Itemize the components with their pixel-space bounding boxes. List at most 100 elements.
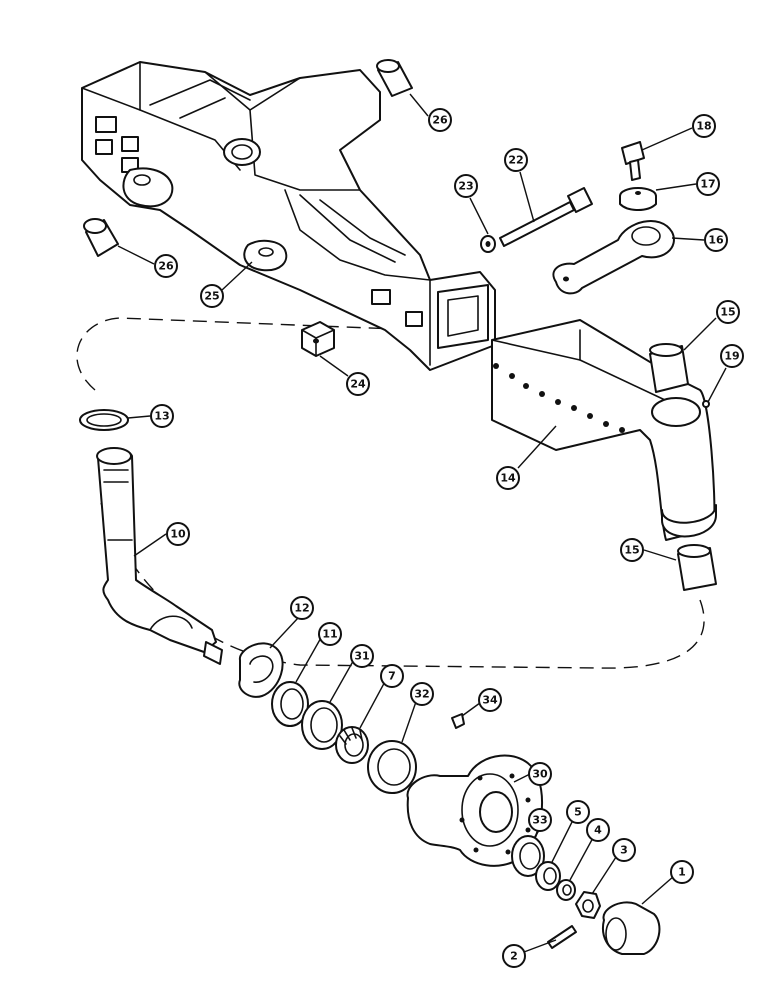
steering-knuckle-10 xyxy=(96,447,223,665)
callout-32: 32 xyxy=(410,682,434,706)
leader-22 xyxy=(519,171,535,223)
bearing-cup-32 xyxy=(367,740,417,794)
callout-15-upper: 15 xyxy=(716,300,740,324)
bearing-cup-33 xyxy=(511,835,545,877)
callout-22: 22 xyxy=(504,148,528,172)
leader-31 xyxy=(329,655,357,703)
leader-1 xyxy=(641,875,675,905)
callout-label: 15 xyxy=(720,306,735,319)
callout-24: 24 xyxy=(346,372,370,396)
callout-18: 18 xyxy=(692,114,716,138)
leader-19 xyxy=(707,367,727,403)
leader-5 xyxy=(551,817,575,863)
callout-5: 5 xyxy=(566,800,590,824)
callout-label: 16 xyxy=(708,234,724,247)
callout-31: 31 xyxy=(350,644,374,668)
callout-7: 7 xyxy=(380,664,404,688)
callout-label: 12 xyxy=(294,602,309,615)
callout-label: 22 xyxy=(508,154,523,167)
leader-3 xyxy=(591,853,619,895)
leader-12 xyxy=(269,617,299,649)
leader-11 xyxy=(295,635,323,683)
callout-label: 4 xyxy=(594,824,602,837)
callout-label: 2 xyxy=(510,950,518,963)
callout-13: 13 xyxy=(150,404,174,428)
callout-1: 1 xyxy=(670,860,694,884)
leader-2 xyxy=(523,939,557,953)
bolt-18 xyxy=(621,141,645,181)
hub-cap-1 xyxy=(602,901,661,955)
callout-26-upper: 26 xyxy=(428,108,452,132)
callout-label: 3 xyxy=(620,844,628,857)
callout-25: 25 xyxy=(200,284,224,308)
dust-shield-12 xyxy=(238,642,284,698)
callout-12: 12 xyxy=(290,596,314,620)
steering-arm-16 xyxy=(552,220,675,295)
callout-label: 18 xyxy=(696,120,711,133)
callout-15-lower: 15 xyxy=(620,538,644,562)
bushing-26-lower xyxy=(83,218,119,257)
axle-housing xyxy=(81,61,496,371)
callout-label: 34 xyxy=(482,694,498,707)
leader-10 xyxy=(133,533,167,557)
callout-11: 11 xyxy=(318,622,342,646)
castle-nut-3 xyxy=(575,891,601,919)
bearing-cup-31 xyxy=(301,700,343,750)
pivot-block-24 xyxy=(301,321,335,357)
assembly-path-dashed-line xyxy=(76,317,705,669)
callout-label: 5 xyxy=(574,806,582,819)
seal-ring-13 xyxy=(79,409,129,431)
callout-4: 4 xyxy=(586,818,610,842)
callout-label: 26 xyxy=(432,114,448,127)
callout-19: 19 xyxy=(720,344,744,368)
callout-label: 31 xyxy=(354,650,369,663)
callout-33: 33 xyxy=(528,808,552,832)
bushing-15-lower xyxy=(677,544,717,591)
callout-label: 25 xyxy=(204,290,219,303)
callout-label: 14 xyxy=(500,472,516,485)
callout-34: 34 xyxy=(478,688,502,712)
leader-15-upper xyxy=(683,317,717,351)
callout-label: 19 xyxy=(724,350,739,363)
leader-13 xyxy=(127,415,151,419)
callout-26-lower: 26 xyxy=(154,254,178,278)
leader-4 xyxy=(569,835,595,881)
callout-label: 23 xyxy=(458,180,473,193)
leader-26-upper xyxy=(409,93,429,117)
callout-3: 3 xyxy=(612,838,636,862)
washer-4 xyxy=(556,879,576,901)
leader-18 xyxy=(641,127,693,151)
callout-label: 10 xyxy=(170,528,186,541)
callout-label: 17 xyxy=(700,178,715,191)
callout-label: 24 xyxy=(350,378,366,391)
bushing-26-upper xyxy=(376,59,413,97)
callout-14: 14 xyxy=(496,466,520,490)
washer-23 xyxy=(480,235,496,253)
cotter-pin-2 xyxy=(547,925,577,949)
callout-label: 11 xyxy=(322,628,337,641)
callout-label: 7 xyxy=(388,670,396,683)
leader-25 xyxy=(221,261,253,291)
grease-fitting-19 xyxy=(702,400,710,408)
callout-label: 1 xyxy=(678,866,686,879)
grease-fitting-34 xyxy=(451,713,465,729)
washer-17 xyxy=(619,187,657,211)
callout-17: 17 xyxy=(696,172,720,196)
leader-14 xyxy=(517,425,557,469)
callout-label: 15 xyxy=(624,544,639,557)
bolt-22 xyxy=(499,187,593,247)
leader-17 xyxy=(655,183,697,191)
callout-23: 23 xyxy=(454,174,478,198)
callout-label: 13 xyxy=(154,410,169,423)
leader-24 xyxy=(319,355,349,377)
leader-16 xyxy=(671,237,705,241)
leader-26-lower xyxy=(117,245,155,265)
callout-label: 30 xyxy=(532,768,548,781)
bushing-15-upper xyxy=(649,343,689,393)
leader-15-lower xyxy=(643,549,677,561)
bearing-cone-5 xyxy=(535,861,561,891)
callout-16: 16 xyxy=(704,228,728,252)
leader-23 xyxy=(469,197,489,235)
callout-label: 26 xyxy=(158,260,174,273)
